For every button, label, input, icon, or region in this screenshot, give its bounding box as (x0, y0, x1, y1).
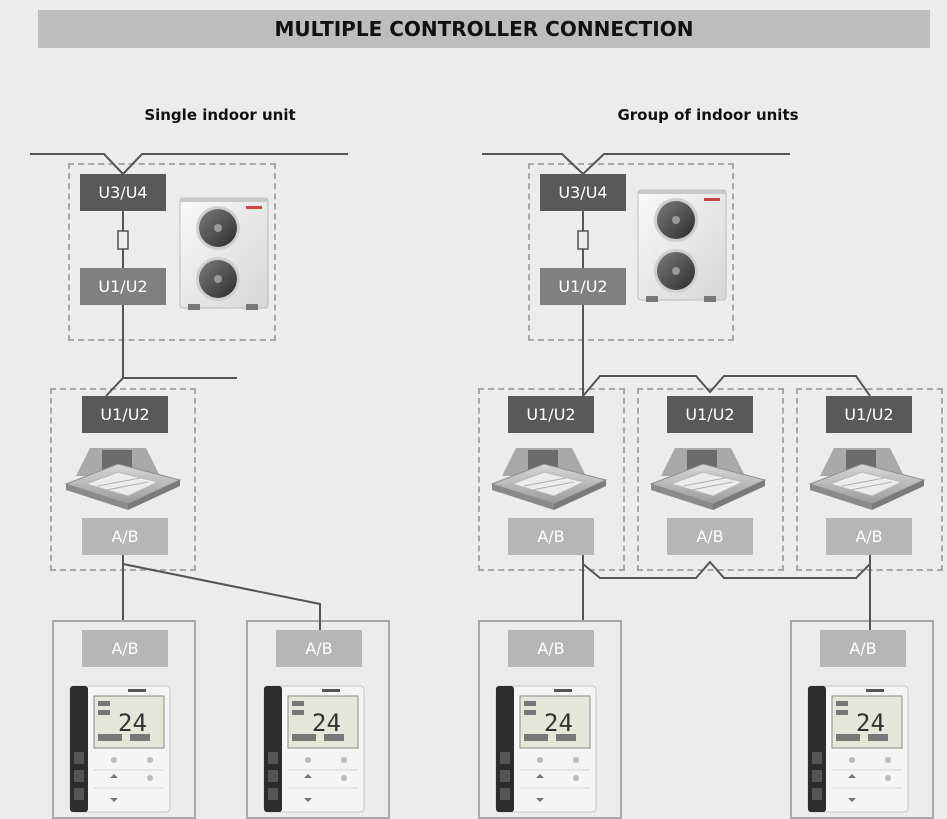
controller-box-4 (790, 620, 934, 819)
remote-controller-icon-4 (807, 685, 909, 813)
indoor-1-u1u2-terminal: U1/U2 (508, 396, 594, 433)
remote-1-display: 24 (118, 709, 147, 737)
indoor-1-ab-terminal: A/B (508, 518, 594, 555)
diagram-title: MULTIPLE CONTROLLER CONNECTION (38, 10, 930, 48)
outdoor-u3u4-terminal-left: U3/U4 (80, 174, 166, 211)
remote-3-display: 24 (544, 709, 573, 737)
controller-2-ab-terminal: A/B (276, 630, 362, 667)
remote-2-display: 24 (312, 709, 341, 737)
outdoor-unit-icon-right (637, 189, 727, 303)
group-indoor-units-heading: Group of indoor units (617, 106, 799, 124)
controller-box-3 (478, 620, 622, 819)
indoor-2-ab-terminal: A/B (667, 518, 753, 555)
controller-1-ab-terminal: A/B (82, 630, 168, 667)
single-indoor-unit-heading: Single indoor unit (144, 106, 296, 124)
remote-controller-icon-2 (263, 685, 365, 813)
remote-controller-icon-1 (69, 685, 171, 813)
fuse-icon-left (117, 230, 129, 250)
controller-box-2 (246, 620, 390, 819)
cassette-unit-icon-3 (809, 447, 925, 511)
controller-box-1 (52, 620, 196, 819)
indoor-u1u2-terminal-left: U1/U2 (82, 396, 168, 433)
controller-4-ab-terminal: A/B (820, 630, 906, 667)
remote-controller-icon-3 (495, 685, 597, 813)
indoor-unit-group-2 (637, 388, 784, 571)
indoor-3-u1u2-terminal: U1/U2 (826, 396, 912, 433)
cassette-unit-icon-2 (650, 447, 766, 511)
outdoor-u3u4-terminal-right: U3/U4 (540, 174, 626, 211)
fuse-icon-right (577, 230, 589, 250)
outdoor-unit-group-right (528, 163, 734, 341)
indoor-unit-group-1 (478, 388, 625, 571)
indoor-2-u1u2-terminal: U1/U2 (667, 396, 753, 433)
outdoor-u1u2-terminal-left: U1/U2 (80, 268, 166, 305)
cassette-unit-icon-left (65, 447, 181, 511)
outdoor-u1u2-terminal-right: U1/U2 (540, 268, 626, 305)
outdoor-unit-icon-left (179, 197, 269, 311)
indoor-3-ab-terminal: A/B (826, 518, 912, 555)
outdoor-unit-group-left (68, 163, 276, 341)
cassette-unit-icon-1 (491, 447, 607, 511)
remote-4-display: 24 (856, 709, 885, 737)
controller-3-ab-terminal: A/B (508, 630, 594, 667)
indoor-ab-terminal-left: A/B (82, 518, 168, 555)
